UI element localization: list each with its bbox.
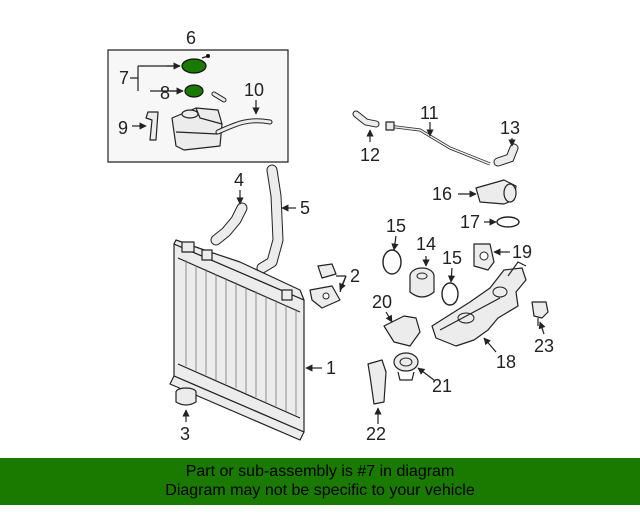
callout-5: 5 [300, 198, 310, 218]
callout-9: 9 [118, 118, 128, 138]
hose-part-13[interactable] [493, 143, 519, 167]
sensor-part-23[interactable] [531, 301, 549, 326]
hose-part-10[interactable] [215, 118, 273, 135]
callout-7: 7 [119, 68, 129, 88]
footer-banner: Part or sub-assembly is #7 in diagram Di… [0, 458, 640, 505]
callout-3: 3 [180, 424, 190, 444]
outlet-part-22[interactable] [367, 359, 387, 405]
callout-19: 19 [512, 242, 532, 262]
hose-part-12[interactable] [352, 110, 380, 128]
callout-20: 20 [372, 292, 392, 312]
callout-2: 2 [350, 266, 360, 286]
tube-part-11[interactable] [385, 121, 491, 166]
callout-22: 22 [366, 424, 386, 444]
parts-diagram: 6 7 8 9 10 11 12 13 16 17 15 14 15 19 4 … [107, 28, 554, 444]
thermostat-part-14[interactable] [409, 267, 435, 298]
o-ring-part-15-b[interactable] [441, 282, 459, 306]
seal-part-8[interactable] [184, 84, 204, 98]
o-ring-part-15-a[interactable] [382, 249, 402, 275]
o-ring-part-17[interactable] [496, 216, 520, 228]
cap-part-3[interactable] [175, 387, 197, 406]
reservoir-tank[interactable] [171, 107, 223, 151]
callout-15-a: 15 [386, 216, 406, 236]
callout-16: 16 [432, 184, 452, 204]
footer-line-2: Diagram may not be specific to your vehi… [165, 482, 475, 499]
elbow-part-20[interactable] [383, 315, 421, 347]
callout-4: 4 [234, 170, 244, 190]
housing-part-18[interactable] [431, 261, 527, 347]
gasket-part-19[interactable] [473, 243, 495, 271]
callout-17: 17 [460, 212, 480, 232]
callout-14: 14 [416, 234, 436, 254]
hose-part-5[interactable] [256, 164, 284, 274]
callout-21: 21 [432, 376, 452, 396]
callout-18: 18 [496, 352, 516, 372]
callout-7-bracket [130, 65, 183, 92]
callout-6: 6 [186, 28, 196, 48]
callout-13: 13 [500, 118, 520, 138]
callout-15-b: 15 [442, 248, 462, 268]
hose-part-4[interactable] [210, 202, 248, 246]
radiator-part-1[interactable] [169, 239, 305, 441]
pipe-part-16[interactable] [475, 179, 517, 205]
callout-10: 10 [244, 80, 264, 100]
cap-part-6[interactable] [181, 54, 210, 74]
thermostat-part-21[interactable] [393, 352, 419, 381]
bracket-part-9[interactable] [145, 111, 159, 141]
mount-part-2[interactable] [309, 263, 341, 309]
callout-23: 23 [534, 336, 554, 356]
footer-line-1: Part or sub-assembly is #7 in diagram [185, 463, 455, 480]
callout-12: 12 [360, 145, 380, 165]
callout-8: 8 [160, 83, 170, 103]
callout-11: 11 [420, 103, 439, 123]
callout-1: 1 [326, 358, 336, 378]
